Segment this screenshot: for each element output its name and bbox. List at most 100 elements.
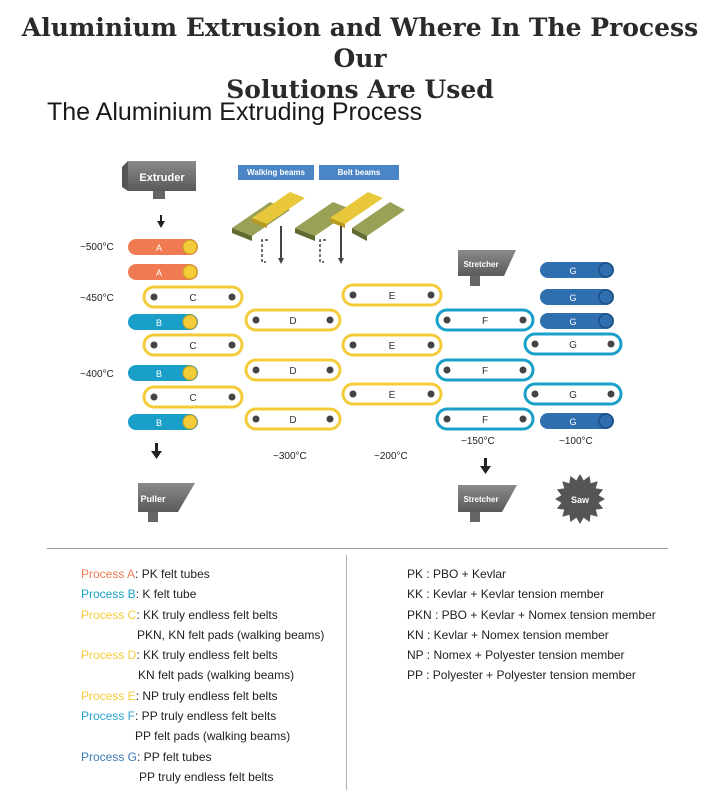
- legend-process-c-desc: : KK truly endless felt belts: [136, 607, 278, 622]
- diagram-subtitle: The Aluminium Extruding Process: [47, 98, 423, 126]
- tube-g-4: [540, 413, 614, 429]
- legend-material-kn: KN : Kevlar + Nomex tension member: [407, 627, 609, 642]
- belt-e-3: [341, 382, 443, 406]
- legend-process-f-desc: : PP truly endless felt belts: [135, 709, 277, 724]
- legend-material-np: NP : Nomex + Polyester tension member: [407, 648, 625, 663]
- legend-process-b: Process B: K felt tube: [81, 584, 324, 604]
- legend-process-a-name: Process A: [81, 567, 136, 581]
- legend-material-kk: KK : Kevlar + Kevlar tension member: [407, 587, 605, 602]
- temp-300: ~300°C: [273, 451, 307, 462]
- saw-label: Saw: [571, 495, 590, 505]
- tube-g-2-label: G: [569, 293, 576, 303]
- temp-400: ~400°C: [80, 369, 114, 380]
- belt-c-0-label: C: [189, 293, 196, 304]
- legend-divider-horizontal: [47, 548, 668, 549]
- extruder-machine: Extruder: [122, 161, 196, 199]
- belt-g-2-label: G: [569, 390, 577, 401]
- stretcher-bottom-machine: Stretcher: [458, 485, 517, 522]
- legend-process-f-desc2: PP felt pads (walking beams): [135, 729, 291, 744]
- tube-b-1: [128, 314, 198, 330]
- belt-c-2: [142, 333, 244, 357]
- tube-a-1: [128, 239, 198, 255]
- legend-material-pkn: PKN : PBO + Kevlar + Nomex tension membe…: [407, 607, 656, 622]
- legend-process-d-desc2: KN felt pads (walking beams): [138, 668, 295, 683]
- belt-d-3-label: D: [289, 415, 296, 426]
- belt-d-2: [244, 358, 342, 382]
- legend-process-e: Process E: NP truly endless felt belts: [81, 686, 324, 706]
- legend-process-f-name: Process F: [81, 709, 136, 724]
- tube-a-1-label: A: [156, 243, 162, 253]
- belt-e-2: [341, 333, 443, 357]
- belt-e-1-label: E: [389, 291, 396, 302]
- tube-g-1: [540, 262, 614, 278]
- legend-process-a: Process A: PK felt tubes: [81, 564, 324, 584]
- belt-f-1: [435, 308, 535, 332]
- belt-c-4-label: C: [189, 393, 196, 404]
- material-legend: PK : PBO + Kevlar KK : Kevlar + Kevlar t…: [407, 564, 656, 686]
- legend-process-b-name: Process B: [81, 587, 136, 602]
- temp-100: ~100°C: [559, 436, 593, 447]
- walking-beams-tag: [238, 165, 314, 180]
- extruder-label: Extruder: [139, 172, 185, 184]
- legend-process-g-line2: PP truly endless felt belts: [81, 767, 324, 787]
- tube-b-5: [128, 414, 198, 430]
- page-title: Aluminium Extrusion and Where In The Pro…: [0, 12, 720, 105]
- tube-g-1-label: G: [569, 266, 576, 276]
- extrusion-process-diagram: Extruder Walking beams Belt beams Stretc…: [80, 161, 623, 524]
- legend-process-e-desc: : NP truly endless felt belts: [135, 688, 278, 703]
- tube-g-2: [540, 289, 614, 305]
- puller-machine: Puller: [138, 483, 195, 522]
- tube-a-2: [128, 264, 198, 280]
- legend-process-d: Process D: KK truly endless felt belts: [81, 645, 324, 665]
- title-line-1: Aluminium Extrusion and Where In The Pro…: [21, 13, 699, 73]
- legend-process-g-name: Process G: [81, 749, 138, 764]
- belt-g-1: [523, 332, 623, 356]
- legend-process-a-desc: : PK felt tubes: [135, 567, 210, 581]
- stretcher-bottom-label: Stretcher: [463, 495, 498, 504]
- belt-f-2: [435, 358, 535, 382]
- legend-divider-vertical: [346, 555, 347, 790]
- legend-process-c-desc2: PKN, KN felt pads (walking beams): [137, 627, 325, 642]
- saw-machine: Saw: [555, 474, 605, 524]
- belt-d-1-label: D: [289, 316, 296, 327]
- legend-process-b-desc: : K felt tube: [135, 587, 197, 602]
- belt-f-3: [435, 407, 535, 431]
- belt-c-4: [142, 385, 244, 409]
- temp-500: ~500°C: [80, 242, 114, 253]
- tube-g-3-label: G: [569, 317, 576, 327]
- tube-b-3-label: B: [156, 369, 162, 379]
- belt-beams-tag: [319, 165, 399, 180]
- belt-e-3-label: E: [389, 390, 396, 401]
- belt-c-2-label: C: [189, 341, 196, 352]
- legend-process-g: Process G: PP felt tubes: [81, 747, 324, 767]
- legend-process-c-name: Process C: [81, 607, 137, 622]
- belt-f-2-label: F: [482, 366, 488, 377]
- belt-e-2-label: E: [389, 341, 396, 352]
- tube-g-4-label: G: [569, 417, 576, 427]
- legend-material-pk: PK : PBO + Kevlar: [407, 567, 507, 581]
- belt-c-0: [142, 285, 244, 309]
- beams-illustration: [232, 192, 405, 264]
- legend-process-f-line2: PP felt pads (walking beams): [81, 726, 324, 746]
- legend-process-d-line2: KN felt pads (walking beams): [81, 665, 324, 685]
- legend-material-pp: PP : Polyester + Polyester tension membe…: [407, 668, 636, 683]
- belt-g-2: [523, 382, 623, 406]
- tube-b-3: [128, 365, 198, 381]
- belt-d-3: [244, 407, 342, 431]
- puller-label: Puller: [140, 494, 166, 504]
- stretcher-top-label: Stretcher: [463, 260, 498, 269]
- walking-beams-label: Walking beams: [247, 168, 305, 177]
- tube-a-2-label: A: [156, 268, 162, 278]
- belt-f-1-label: F: [482, 316, 488, 327]
- belt-beams-label: Belt beams: [338, 168, 381, 177]
- legend-process-g-desc2: PP truly endless felt belts: [139, 769, 274, 784]
- belt-d-1: [244, 308, 342, 332]
- legend-process-f: Process F: PP truly endless felt belts: [81, 706, 324, 726]
- legend-process-d-name: Process D: [81, 648, 137, 663]
- tube-g-3: [540, 313, 614, 329]
- legend-process-c: Process C: KK truly endless felt belts: [81, 605, 324, 625]
- belt-g-1-label: G: [569, 340, 577, 351]
- legend-process-e-name: Process E: [81, 688, 136, 703]
- stretcher-top-machine: Stretcher: [458, 250, 516, 286]
